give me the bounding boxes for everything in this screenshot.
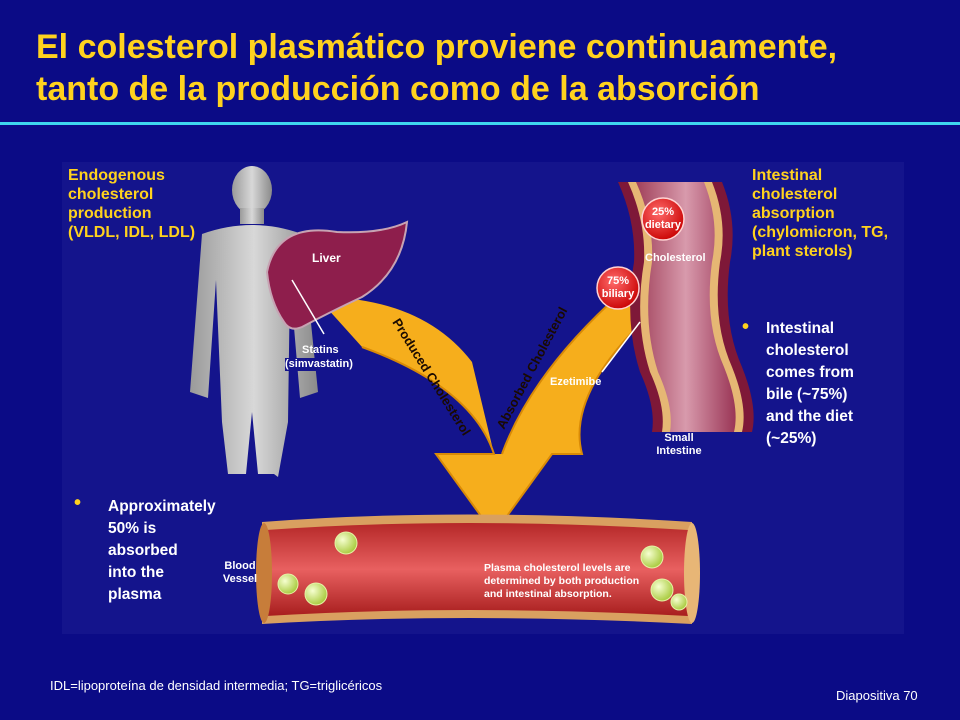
small-intestine-label: Small Intestine [656, 432, 702, 457]
footnote: IDL=lipoproteína de densidad intermedia;… [50, 678, 383, 693]
cholesterol-label: Cholesterol [645, 252, 706, 264]
dietary-badge-label: 25% dietary [644, 206, 682, 231]
title-line-2: tanto de la producción como de la absorc… [36, 70, 760, 108]
biliary-badge-label: 75% biliary [601, 275, 635, 300]
simvastatin-label: (simvastatin) [285, 358, 353, 371]
plasma-levels-label: Plasma cholesterol levels are determined… [484, 562, 640, 600]
ezetimibe-label: Ezetimibe [550, 376, 602, 388]
slide-title: El colesterol plasmático proviene contin… [36, 26, 936, 110]
intestinal-absorption-label: Intestinal cholesterol absorption (chylo… [752, 167, 889, 260]
bullet-intestinal-source: Intestinal cholesterol comes from bile (… [766, 320, 854, 447]
liver-icon [265, 220, 409, 330]
bullet-icon: • [742, 316, 750, 338]
biliary-badge-icon [596, 266, 640, 310]
cholesterol-flow-arrow [317, 290, 644, 536]
title-line-1: El colesterol plasmático proviene contin… [36, 28, 838, 66]
dietary-badge-icon [641, 197, 685, 241]
endogenous-production-label: Endogenous cholesterol production (VLDL,… [68, 167, 196, 241]
statins-label: Statins [302, 344, 339, 356]
liver-label: Liver [312, 251, 341, 265]
title-divider [0, 122, 960, 125]
blood-vessel-icon [256, 514, 700, 624]
cholesterol-flow-diagram: Produced Cholesterol Absorbed Cholestero… [190, 166, 754, 624]
bullet-absorption-rate: Approximately 50% is absorbed into the p… [108, 498, 216, 603]
diagram-panel: Produced Cholesterol Absorbed Cholestero… [62, 162, 904, 634]
blood-vessel-label: Blood Vessel [222, 560, 258, 585]
bullet-icon: • [74, 492, 82, 514]
slide-number: Diapositiva 70 [836, 688, 918, 703]
cholesterol-particles-icon [277, 531, 688, 611]
small-intestine-icon [601, 182, 754, 432]
